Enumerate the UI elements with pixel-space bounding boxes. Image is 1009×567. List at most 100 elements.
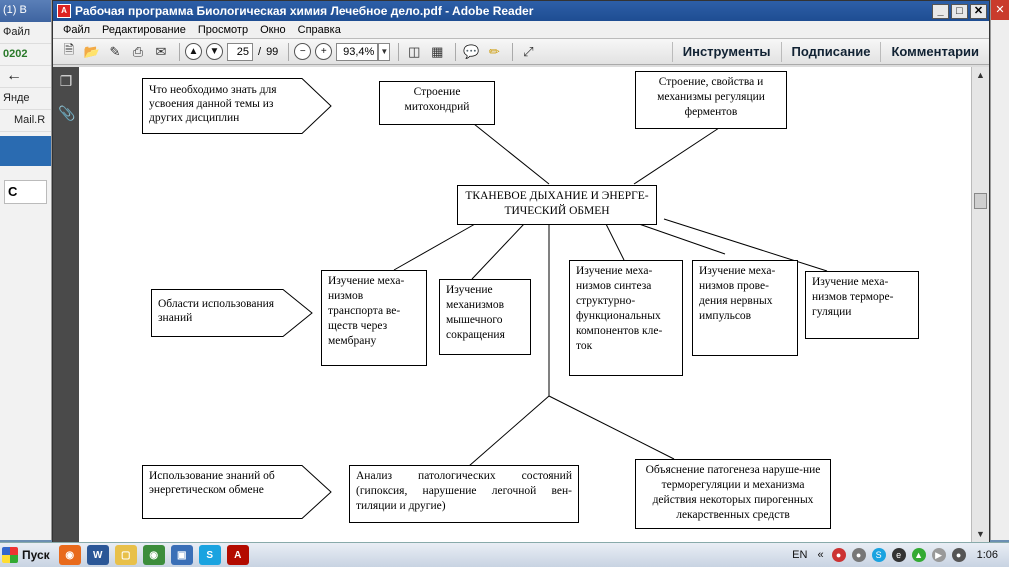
- usage-label: Использование знаний об энергетическом о…: [149, 470, 275, 496]
- prior-knowledge-arrow: Что необходимо знать для усвоения данной…: [142, 78, 332, 134]
- box-mitochondria: Строение митохондрий: [379, 81, 495, 125]
- background-browser-window[interactable]: (1) В Файл 0202 ← Янде Mail.R C: [0, 0, 52, 540]
- browser-tab[interactable]: (1) В: [0, 0, 51, 22]
- usage-arrow: Использование знаний об энергетическом о…: [142, 465, 332, 519]
- tray-app-icon[interactable]: ●: [831, 548, 846, 562]
- tray-network-icon[interactable]: ▲: [911, 548, 926, 562]
- work-area: ❐ 📎: [53, 67, 989, 542]
- scroll-thumb[interactable]: [974, 193, 987, 209]
- start-button[interactable]: Пуск: [0, 544, 56, 566]
- adobe-reader-window: A Рабочая программа Биологическая химия …: [52, 0, 990, 542]
- prev-page-icon[interactable]: ▲: [185, 43, 202, 60]
- box-nerve-impulses: Изучение меха-низмов прове-дения нервных…: [692, 260, 798, 356]
- browser-page-box[interactable]: C: [4, 180, 47, 204]
- scroll-up-icon[interactable]: ▲: [976, 70, 985, 80]
- menu-view[interactable]: Просмотр: [197, 23, 249, 36]
- system-tray: EN « ● ● S e ▲ ▶ ● 1:06: [787, 543, 1009, 567]
- title-bar: A Рабочая программа Биологическая химия …: [53, 1, 989, 21]
- page-total: 99: [266, 45, 279, 58]
- attachments-paperclip-icon[interactable]: 📎: [58, 105, 76, 121]
- zoom-in-icon[interactable]: +: [315, 43, 333, 60]
- adobe-reader-task-icon[interactable]: A: [226, 545, 249, 565]
- print-icon[interactable]: ⎙: [132, 43, 144, 59]
- tray-utility-icon[interactable]: ●: [851, 548, 866, 562]
- browser-menu-file[interactable]: Файл: [0, 22, 51, 44]
- fit-page-icon[interactable]: ◫: [408, 43, 421, 59]
- firefox-icon[interactable]: ◉: [58, 545, 81, 565]
- page-separator: /: [258, 45, 262, 58]
- background-window-right: ✕: [990, 0, 1009, 540]
- close-icon[interactable]: ✕: [991, 0, 1009, 20]
- create-pdf-icon[interactable]: 🗎: [63, 41, 75, 57]
- toolbar-separator: [398, 42, 400, 61]
- maximize-button[interactable]: □: [951, 3, 968, 19]
- prior-knowledge-label: Что необходимо знать для усвоения данной…: [149, 84, 277, 124]
- email-icon[interactable]: ✉: [155, 43, 167, 59]
- tray-skype-icon[interactable]: S: [871, 548, 886, 562]
- menu-file[interactable]: Файл: [63, 23, 91, 36]
- box-synthesis: Изучение меха-низмов синтеза структурно-…: [569, 260, 683, 376]
- fullscreen-icon[interactable]: ⤢: [523, 43, 534, 59]
- page-number-input[interactable]: [227, 42, 253, 61]
- edit-icon[interactable]: ✎: [109, 43, 121, 59]
- box-pathogenesis-explanation: Объяснение патогенеза наруше-ние терморе…: [635, 459, 831, 529]
- diagram-connectors: [393, 123, 828, 467]
- tools-panel-button[interactable]: Инструменты: [671, 41, 781, 62]
- tray-ie-icon[interactable]: e: [891, 548, 906, 562]
- box-membrane-transport: Изучение меха-низмов транспорта ве-ществ…: [321, 270, 427, 366]
- vertical-scrollbar[interactable]: ▲ ▼: [971, 67, 989, 542]
- toolbar-separator: [455, 42, 457, 61]
- word-icon[interactable]: W: [86, 545, 109, 565]
- zoom-out-icon[interactable]: −: [294, 43, 312, 60]
- document-page[interactable]: Что необходимо знать для усвоения данной…: [79, 67, 971, 542]
- scroll-down-icon[interactable]: ▼: [976, 529, 985, 539]
- application-areas-arrow-shape: [151, 289, 313, 337]
- page-thumbnails-icon[interactable]: ❐: [59, 73, 73, 89]
- clock[interactable]: 1:06: [976, 549, 998, 561]
- windows-logo-icon: [2, 547, 18, 563]
- browser-back-button[interactable]: ←: [0, 66, 51, 88]
- toolbar-separator: [179, 42, 180, 61]
- bookmark-yandex[interactable]: Янде: [0, 88, 51, 110]
- box-enzymes: Строение, свойства и механизмы регуляции…: [635, 71, 787, 129]
- tray-volume-icon[interactable]: ▶: [931, 548, 946, 562]
- box-thermoregulation: Изучение меха-низмов терморе-гуляции: [805, 271, 919, 339]
- menu-help[interactable]: Справка: [297, 23, 341, 36]
- chrome-icon[interactable]: ◉: [142, 545, 165, 565]
- language-indicator[interactable]: EN: [792, 549, 808, 561]
- folder-icon[interactable]: ▢: [114, 545, 137, 565]
- browser-address[interactable]: 0202: [0, 44, 51, 66]
- tray-expand-icon[interactable]: «: [817, 549, 824, 561]
- zoom-dropdown-chevron-icon[interactable]: ▼: [378, 42, 391, 61]
- skype-icon[interactable]: S: [198, 545, 221, 565]
- tray-power-icon[interactable]: ●: [951, 548, 966, 562]
- next-page-icon[interactable]: ▼: [206, 43, 223, 60]
- usage-arrow-shape: [142, 465, 332, 519]
- menu-bar: Файл Редактирование Просмотр Окно Справк…: [53, 21, 989, 39]
- menu-edit[interactable]: Редактирование: [102, 23, 186, 36]
- fit-width-icon[interactable]: ▦: [431, 43, 444, 59]
- minimize-button[interactable]: _: [932, 3, 949, 19]
- box-center-topic: ТКАНЕВОЕ ДЫХАНИЕ И ЭНЕРГЕ-ТИЧЕСКИЙ ОБМЕН: [457, 185, 657, 225]
- toolbar-separator: [288, 42, 290, 61]
- menu-window[interactable]: Окно: [260, 23, 286, 36]
- bookmark-mail[interactable]: Mail.R: [0, 110, 51, 132]
- save-disk-icon[interactable]: ▣: [170, 545, 193, 565]
- start-label: Пуск: [22, 548, 50, 562]
- open-icon[interactable]: 📂: [83, 43, 101, 59]
- zoom-input[interactable]: [336, 42, 379, 61]
- comment-icon[interactable]: 💬: [463, 43, 480, 59]
- adobe-reader-icon: A: [57, 4, 71, 18]
- browser-banner: [0, 136, 51, 166]
- highlight-icon[interactable]: ✏: [488, 43, 500, 59]
- toolbar-panels: Инструменты Подписание Комментарии: [671, 39, 989, 64]
- navigation-pane: ❐ 📎: [53, 67, 79, 542]
- box-muscle-contraction: Изучение механизмов мышечного сокращения: [439, 279, 531, 355]
- sign-panel-button[interactable]: Подписание: [780, 41, 881, 62]
- window-title: Рабочая программа Биологическая химия Ле…: [75, 4, 534, 18]
- prior-knowledge-arrow-shape: [142, 78, 332, 134]
- comments-panel-button[interactable]: Комментарии: [880, 41, 989, 62]
- close-button[interactable]: ✕: [970, 3, 987, 19]
- taskbar: Пуск ◉ W ▢ ◉ ▣ S A EN « ● ● S e ▲ ▶ ● 1:…: [0, 542, 1009, 567]
